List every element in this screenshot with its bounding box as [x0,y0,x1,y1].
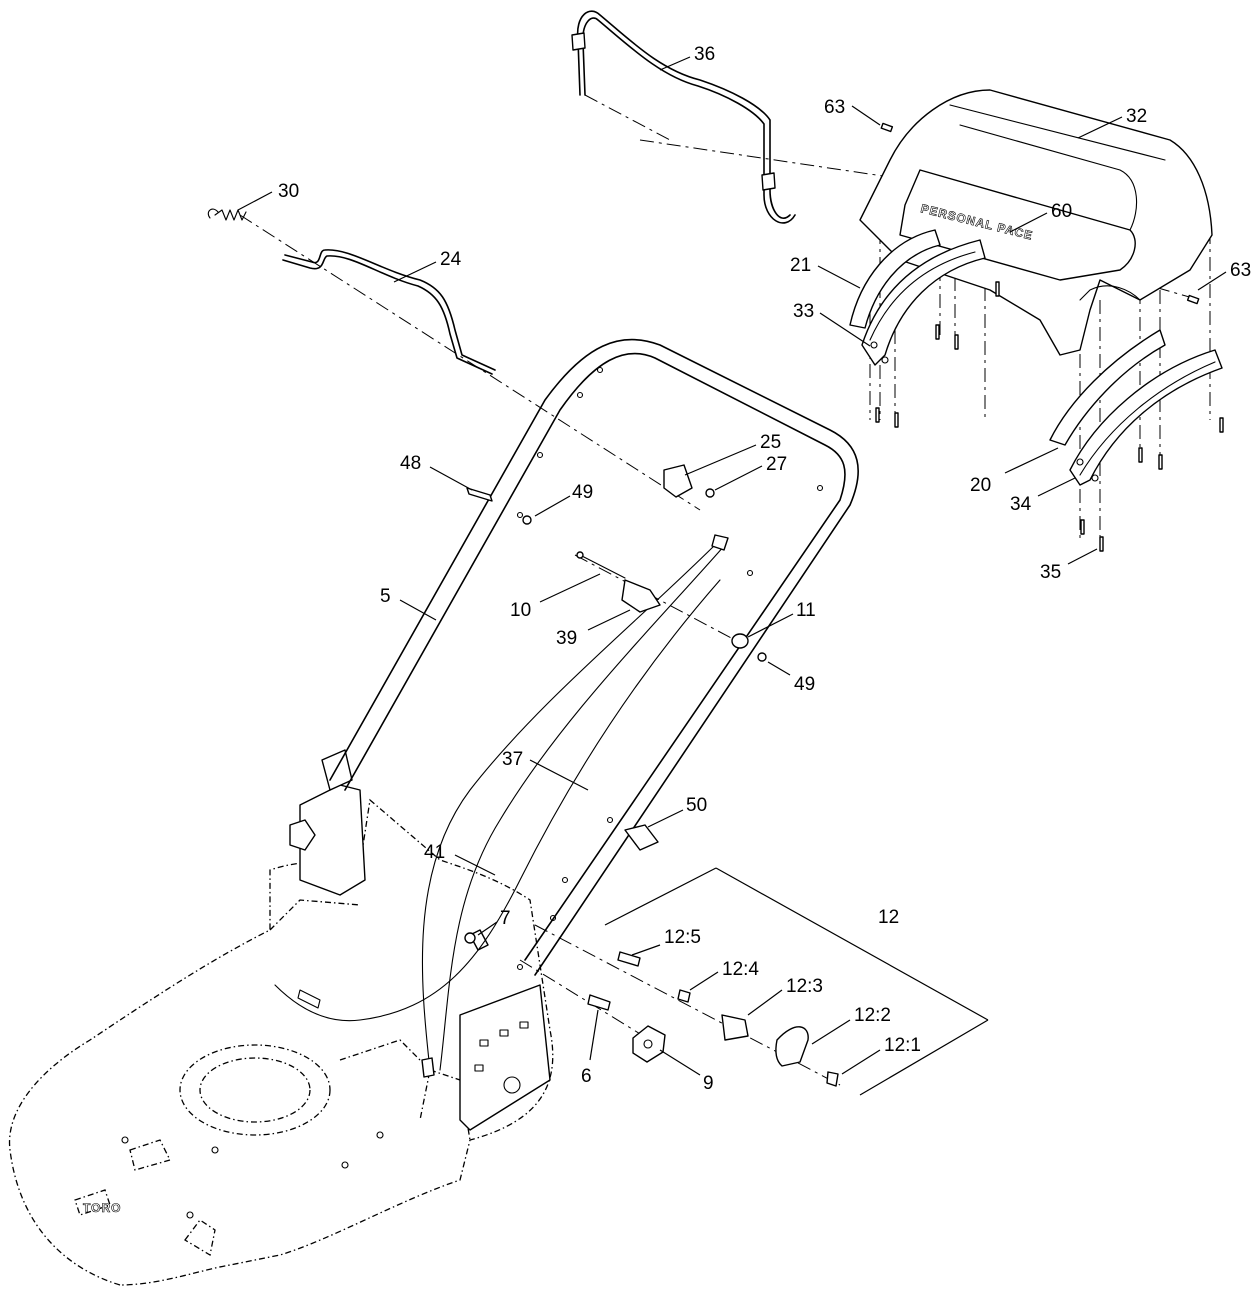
callout-5: 5 [380,586,391,607]
console-housing: PERSONAL PACE [859,89,1213,356]
handle-assembly [329,338,859,976]
callout-24: 24 [440,249,462,270]
callout-60: 60 [1051,201,1072,222]
callout-25: 25 [760,432,781,453]
cables [274,534,729,1078]
callout-39: 39 [556,628,577,649]
spring-and-rod [207,208,496,375]
callout-12-3: 12:3 [786,976,823,997]
callout-63-top: 63 [824,97,845,118]
callout-labels: 36 63 32 30 60 24 21 63 33 25 48 27 49 2… [278,44,1251,1094]
handle-bracket-right [459,929,551,1131]
callout-37: 37 [502,749,523,770]
leader-lines [237,56,1227,1076]
small-hardware [464,464,767,944]
callout-12: 12 [878,907,899,928]
callout-36: 36 [694,44,715,65]
callout-12-4: 12:4 [722,959,759,980]
callout-12-1: 12:1 [884,1035,921,1056]
handle-bracket-left [289,749,366,896]
callout-20: 20 [970,475,991,496]
callout-35: 35 [1040,562,1061,583]
callout-49-top: 49 [572,482,593,503]
handgrip-left [849,229,986,366]
callout-33: 33 [793,301,814,322]
callout-7: 7 [500,908,511,929]
callout-30: 30 [278,181,299,202]
callout-50: 50 [686,795,707,816]
fasteners [875,122,1224,552]
callout-11: 11 [796,600,816,621]
callout-63-right: 63 [1230,260,1251,281]
callout-32: 32 [1126,106,1147,127]
callout-6: 6 [581,1066,592,1087]
callout-34: 34 [1010,494,1032,515]
handgrip-right [1049,329,1223,486]
deck-logo-text: TORO [83,1201,121,1215]
callout-21: 21 [790,255,811,276]
callout-41: 41 [424,842,445,863]
callout-27: 27 [766,454,787,475]
callout-12-5: 12:5 [664,927,701,948]
height-adjuster-assembly [587,867,989,1096]
callout-48: 48 [400,453,421,474]
callout-12-2: 12:2 [854,1005,891,1026]
bail-bar [571,10,796,224]
callout-49-bottom: 49 [794,674,815,695]
callout-10: 10 [510,600,531,621]
callout-9: 9 [703,1073,714,1094]
